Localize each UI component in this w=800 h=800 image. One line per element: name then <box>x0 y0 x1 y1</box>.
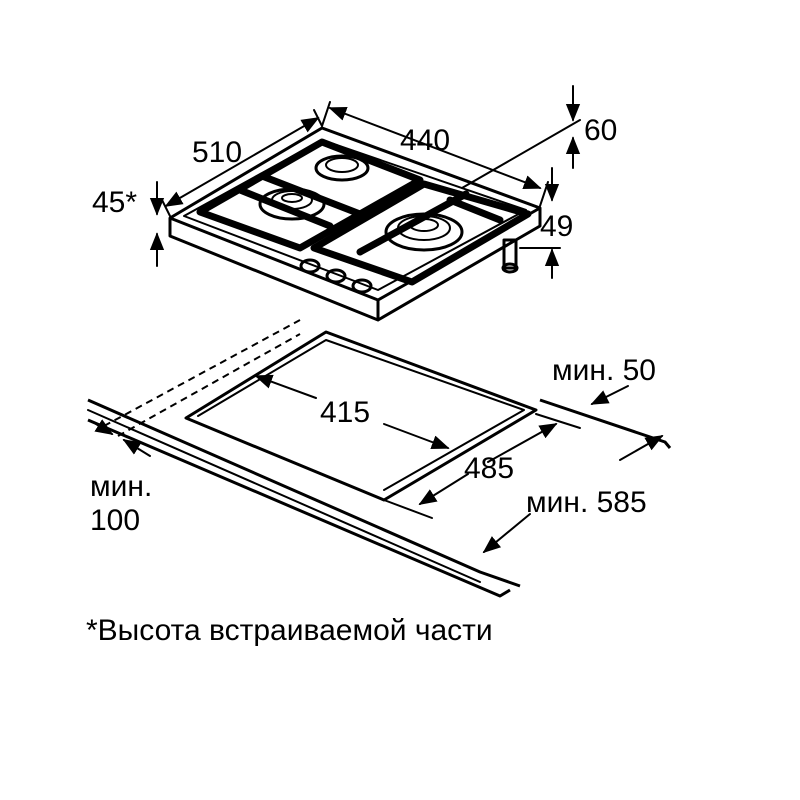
dim-415-label: 415 <box>320 396 370 429</box>
dim-min585-label: мин. 585 <box>526 486 647 519</box>
dim-min50-label: мин. 50 <box>552 354 656 387</box>
dim-min100-line2: 100 <box>90 504 140 537</box>
dim-60-label: 60 <box>584 114 617 147</box>
dim-49-label: 49 <box>540 210 573 243</box>
gas-connector <box>501 238 519 274</box>
dimension-lines-cutout <box>94 374 664 554</box>
burner-wok <box>384 212 464 252</box>
footnote: *Высота встраиваемой части <box>86 614 493 647</box>
grate-right <box>310 180 532 286</box>
dim-440-label: 440 <box>400 124 450 157</box>
countertop <box>87 319 672 598</box>
dim-510-label: 510 <box>192 136 242 169</box>
dim-min100-line1: мин. <box>90 470 152 503</box>
dim-45-label: 45* <box>92 186 137 219</box>
dim-485-label: 485 <box>464 452 514 485</box>
control-knobs <box>299 258 373 294</box>
dimension-lines-hob <box>149 85 581 279</box>
burner-back-small <box>314 154 370 182</box>
